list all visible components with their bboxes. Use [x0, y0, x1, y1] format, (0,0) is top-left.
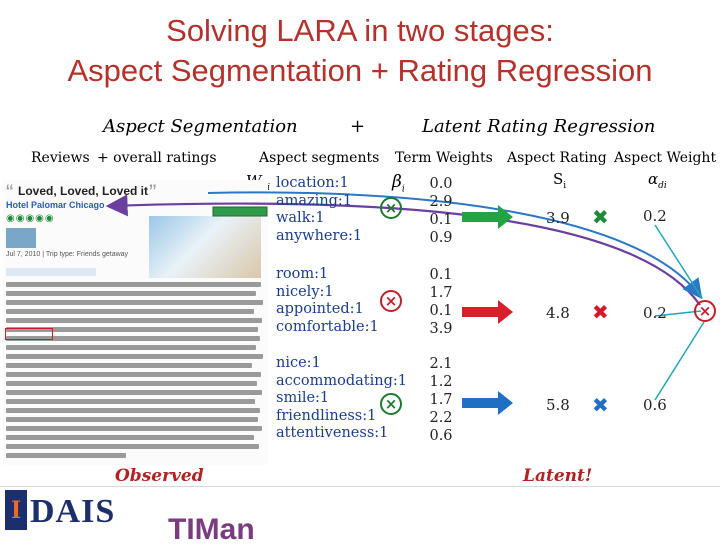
- segment-word: accommodating:1: [276, 372, 407, 389]
- segment-word: nicely:1: [276, 283, 334, 300]
- symbol-beta: βi: [392, 172, 405, 195]
- section-aspect-segmentation: Aspect Segmentation: [103, 116, 298, 137]
- term-weights-2: 0.1 1.7 0.1 3.9: [418, 266, 464, 338]
- red-arrow-2: [462, 300, 513, 324]
- timan-logo: TIMan: [168, 513, 255, 546]
- segment-word: room:1: [276, 266, 329, 282]
- aspect-rating-1: 3.9: [546, 209, 570, 227]
- dais-logo: DAIS: [30, 493, 116, 530]
- aspect-rating-3: 5.8: [546, 396, 570, 414]
- times-icon-green: ✖: [592, 205, 609, 229]
- term-weight: 0.1: [429, 267, 453, 283]
- symbol-alpha: αdi: [648, 170, 667, 191]
- aspect-segment-2: room:1 nicely:1 appointed:1 comfortable:…: [276, 266, 379, 336]
- header-term-weights: Term Weights: [395, 150, 493, 166]
- segment-word: friendliness:1: [276, 407, 377, 424]
- purple-curve-arrow: [105, 194, 701, 306]
- term-weights-3: 2.1 1.2 1.7 2.2 0.6: [418, 355, 464, 445]
- segment-word: attentiveness:1: [276, 425, 389, 441]
- segment-word: smile:1: [276, 390, 330, 406]
- teal-arrow-2: [654, 310, 702, 317]
- aspect-weight-2: 0.2: [643, 304, 667, 322]
- title-line-1: Solving LARA in two stages:: [166, 13, 554, 48]
- segment-word: comfortable:1: [276, 318, 379, 335]
- term-weight: 2.2: [429, 410, 453, 426]
- term-weight: 1.2: [429, 374, 453, 390]
- term-weight: 0.9: [429, 230, 453, 246]
- header-aspect-segments: Aspect segments: [259, 150, 380, 166]
- segment-word: walk:1: [276, 210, 325, 226]
- teal-arrow-3: [654, 321, 705, 401]
- circled-times-icon: ×: [380, 290, 402, 312]
- term-weight: 1.7: [429, 392, 453, 408]
- review-photo: [149, 216, 261, 278]
- green-arrow-1: [462, 205, 513, 229]
- open-quote-icon: “: [6, 180, 14, 205]
- term-weight: 0.6: [429, 428, 453, 444]
- teal-arrow-1: [654, 224, 703, 299]
- term-weight: 1.7: [429, 285, 453, 301]
- aspect-segment-1: location:1 amazing:1 walk:1 anywhere:1: [276, 175, 362, 245]
- segment-word: nice:1: [276, 355, 321, 371]
- symbol-s: Si: [553, 170, 567, 191]
- highlight-box: [5, 328, 53, 340]
- aspect-rating-2: 4.8: [546, 304, 570, 322]
- term-weight: 2.9: [429, 194, 453, 210]
- header-overall-ratings: + overall ratings: [97, 150, 217, 166]
- circled-times-final-icon: ×: [694, 300, 716, 322]
- term-weight: 0.1: [429, 303, 453, 319]
- section-latent-rating-regression: Latent Rating Regression: [422, 116, 656, 137]
- label-latent: Latent!: [523, 466, 593, 486]
- aspect-segment-3: nice:1 accommodating:1 smile:1 friendlin…: [276, 355, 407, 443]
- term-weight: 2.1: [429, 356, 453, 372]
- aspect-weight-3: 0.6: [643, 396, 667, 414]
- times-icon-red: ✖: [592, 300, 609, 324]
- segment-word: amazing:1: [276, 192, 353, 209]
- helpful-note: [6, 268, 96, 276]
- avatar: [6, 228, 36, 248]
- term-weights-1: 0.0 2.9 0.1 0.9: [418, 175, 464, 247]
- aspect-weight-1: 0.2: [643, 207, 667, 225]
- circled-times-icon: ×: [380, 393, 402, 415]
- segment-word: location:1: [276, 175, 349, 191]
- university-logo: I: [5, 490, 27, 530]
- review-meta: Jul 7, 2010 | Trip type: Friends getaway: [6, 251, 129, 258]
- times-icon-blue: ✖: [592, 393, 609, 417]
- header-aspect-weight: Aspect Weight: [614, 150, 717, 166]
- label-observed: Observed: [115, 466, 204, 486]
- header-aspect-rating: Aspect Rating: [507, 150, 607, 166]
- rating-bubbles-icon: ◉◉◉◉◉: [6, 213, 55, 224]
- review-snippet: “ Loved, Loved, Loved it ” Hotel Palomar…: [3, 180, 268, 465]
- term-weight: 0.0: [429, 176, 453, 192]
- section-plus: +: [350, 116, 366, 137]
- term-weight: 3.9: [429, 321, 453, 337]
- term-weight: 0.1: [429, 212, 453, 228]
- close-quote-icon: ”: [149, 180, 157, 205]
- segment-word: appointed:1: [276, 301, 364, 317]
- title-line-2: Aspect Segmentation + Rating Regression: [67, 53, 653, 88]
- highlight-tag: [212, 206, 268, 217]
- segment-word: anywhere:1: [276, 227, 363, 244]
- blue-curve-arrow: [207, 191, 703, 300]
- footer-divider: [0, 486, 720, 487]
- header-reviews: Reviews: [31, 150, 90, 166]
- circled-times-icon: ×: [380, 197, 402, 219]
- blue-arrow-3: [462, 391, 513, 415]
- review-hotel-name: Hotel Palomar Chicago: [6, 200, 105, 210]
